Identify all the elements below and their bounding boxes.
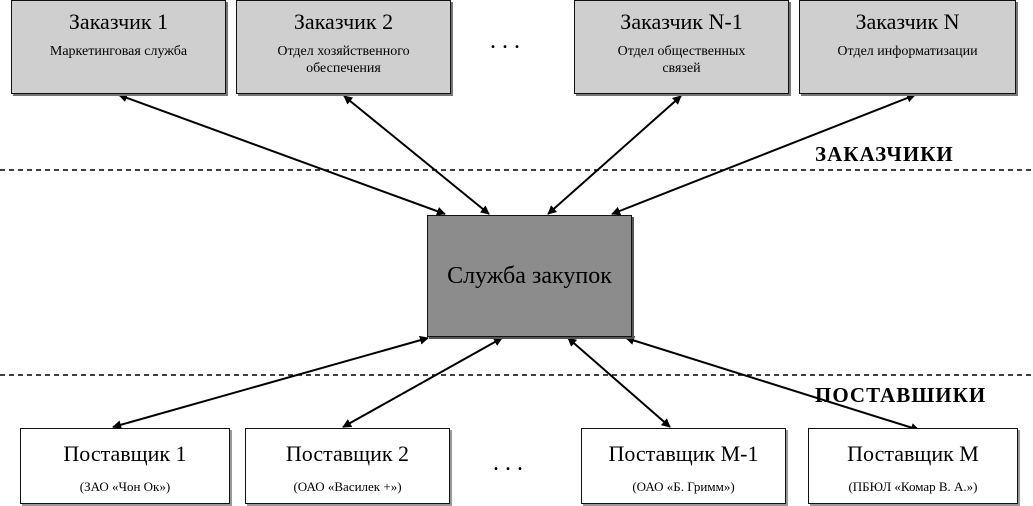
suppliers-ellipsis: ... <box>493 450 529 476</box>
supplier-subtitle: (ЗАО «Чон Ок») <box>79 479 171 494</box>
arrow-supplier-m-1 <box>567 337 671 428</box>
customer-title: Заказчик N-1 <box>620 9 743 34</box>
arrow-supplier-1 <box>112 335 429 430</box>
supplier-box-m-1: Поставщик M-1 (ОАО «Б. Гримм») <box>581 428 786 504</box>
customers-ellipsis: ... <box>490 28 526 54</box>
customer-subtitle: Отдел хозяйственного обеспечения <box>277 44 410 76</box>
arrow-supplier-2 <box>342 337 503 428</box>
supplier-box-m: Поставщик M (ПБЮЛ «Комар В. А.») <box>808 428 1018 504</box>
procurement-service-title: Служба закупок <box>447 262 612 289</box>
arrow-customer-n <box>611 93 916 216</box>
supplier-box-2: Поставщик 2 (ОАО «Василек +») <box>245 428 450 504</box>
customer-subtitle: Отдел общественных связей <box>617 44 746 76</box>
arrow-customer-1 <box>118 93 446 216</box>
customer-box-n: Заказчик N Отдел информатизации <box>799 0 1016 94</box>
zone-label-suppliers: ПОСТАВШИКИ <box>815 383 987 407</box>
supplier-title: Поставщик 1 <box>63 441 187 466</box>
customer-box-n-1: Заказчик N-1 Отдел общественных связей <box>574 0 789 94</box>
arrow-supplier-m <box>625 336 920 432</box>
supplier-box-1: Поставщик 1 (ЗАО «Чон Ок») <box>20 428 230 504</box>
customer-title: Заказчик 2 <box>293 9 394 34</box>
customer-subtitle: Отдел информатизации <box>837 44 978 59</box>
customer-title: Заказчик N <box>855 9 960 34</box>
procurement-service-box: Служба закупок <box>427 215 632 337</box>
arrow-customer-n-1 <box>547 95 682 215</box>
customer-title: Заказчик 1 <box>68 9 169 34</box>
supplier-subtitle: (ОАО «Б. Гримм») <box>632 479 735 494</box>
zone-label-customers: ЗАКАЗЧИКИ <box>815 142 954 166</box>
supplier-title: Поставщик M <box>847 441 979 466</box>
supplier-title: Поставщик M-1 <box>608 441 759 466</box>
supplier-title: Поставщик 2 <box>285 441 410 466</box>
arrow-customer-2 <box>343 95 490 215</box>
customer-box-2: Заказчик 2 Отдел хозяйственного обеспече… <box>236 0 451 94</box>
customer-subtitle: Маркетинговая служба <box>49 44 188 59</box>
supplier-subtitle: (ПБЮЛ «Комар В. А.») <box>848 479 978 494</box>
customer-box-1: Заказчик 1 Маркетинговая служба <box>11 0 226 94</box>
supplier-subtitle: (ОАО «Василек +») <box>293 479 402 494</box>
